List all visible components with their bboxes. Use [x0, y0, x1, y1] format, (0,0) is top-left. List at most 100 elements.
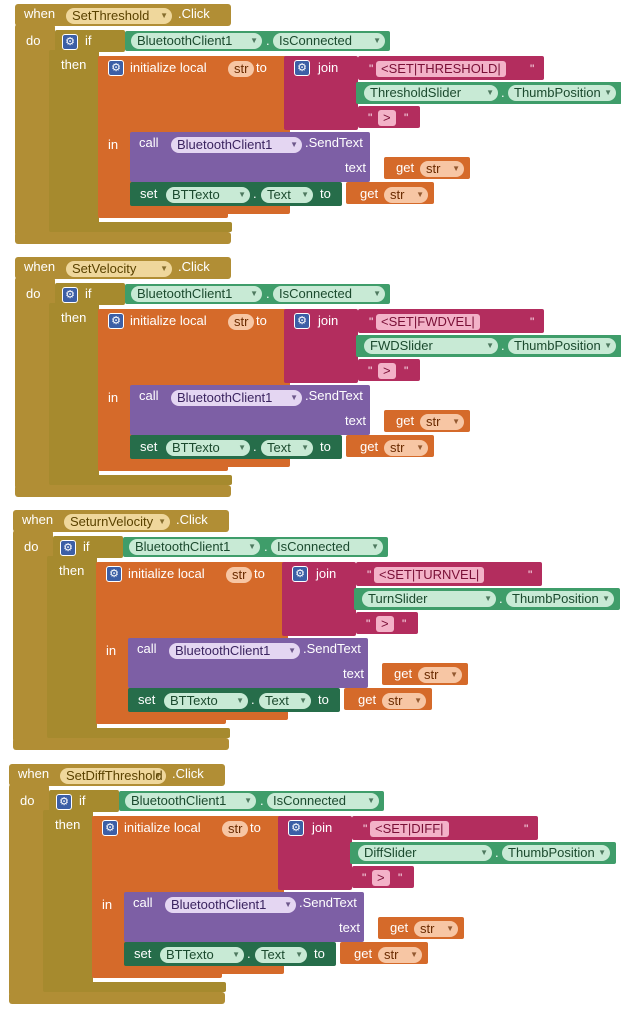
- thumb-position-dropdown[interactable]: ThumbPosition▼: [502, 845, 610, 861]
- chevron-down-icon[interactable]: ▼: [367, 796, 375, 805]
- local-var-name[interactable]: str: [228, 314, 255, 330]
- chevron-down-icon[interactable]: ▼: [160, 11, 168, 20]
- chevron-down-icon[interactable]: ▼: [295, 950, 303, 959]
- chevron-down-icon[interactable]: ▼: [602, 594, 610, 603]
- event-block[interactable]: when SetDiffThreshold▼ .Click do ⚙ if th…: [0, 760, 616, 1010]
- chevron-down-icon[interactable]: ▼: [480, 848, 488, 857]
- thumb-position-dropdown[interactable]: ThumbPosition▼: [506, 591, 614, 607]
- chevron-down-icon[interactable]: ▼: [232, 950, 240, 959]
- slider-dropdown[interactable]: DiffSlider▼: [358, 845, 492, 861]
- slider-dropdown[interactable]: ThresholdSlider▼: [364, 85, 498, 101]
- mutator-gear-icon[interactable]: ⚙: [292, 566, 308, 582]
- bt-client-dropdown[interactable]: BluetoothClient1▼: [169, 643, 300, 659]
- event-component-dropdown[interactable]: SetVelocity▼: [66, 261, 172, 277]
- chevron-down-icon[interactable]: ▼: [290, 140, 298, 149]
- property-dropdown[interactable]: IsConnected▼: [271, 539, 383, 555]
- chevron-down-icon[interactable]: ▼: [284, 900, 292, 909]
- string-close[interactable]: >: [372, 870, 390, 886]
- string-close[interactable]: >: [378, 363, 396, 379]
- set-property-dropdown[interactable]: Text▼: [259, 693, 311, 709]
- bt-client-dropdown[interactable]: BluetoothClient1▼: [131, 33, 262, 49]
- chevron-down-icon[interactable]: ▼: [299, 696, 307, 705]
- get-var-dropdown[interactable]: str▼: [414, 921, 458, 937]
- string-close[interactable]: >: [378, 110, 396, 126]
- mutator-gear-icon[interactable]: ⚙: [102, 820, 118, 836]
- chevron-down-icon[interactable]: ▼: [446, 924, 454, 933]
- chevron-down-icon[interactable]: ▼: [452, 417, 460, 426]
- chevron-down-icon[interactable]: ▼: [416, 443, 424, 452]
- mutator-gear-icon[interactable]: ⚙: [294, 60, 310, 76]
- chevron-down-icon[interactable]: ▼: [160, 264, 168, 273]
- chevron-down-icon[interactable]: ▼: [452, 164, 460, 173]
- chevron-down-icon[interactable]: ▼: [598, 848, 606, 857]
- mutator-gear-icon[interactable]: ⚙: [288, 820, 304, 836]
- event-block[interactable]: when SeturnVelocity▼ .Click do ⚙ if then…: [0, 506, 620, 756]
- mutator-gear-icon[interactable]: ⚙: [106, 566, 122, 582]
- chevron-down-icon[interactable]: ▼: [450, 670, 458, 679]
- set-component-dropdown[interactable]: BTTexto▼: [164, 693, 248, 709]
- chevron-down-icon[interactable]: ▼: [373, 289, 381, 298]
- chevron-down-icon[interactable]: ▼: [244, 796, 252, 805]
- set-property-dropdown[interactable]: Text▼: [261, 187, 313, 203]
- get-var-dropdown[interactable]: str▼: [384, 187, 428, 203]
- mutator-gear-icon[interactable]: ⚙: [294, 313, 310, 329]
- bt-client-dropdown[interactable]: BluetoothClient1▼: [129, 539, 260, 555]
- local-var-name[interactable]: str: [228, 61, 255, 77]
- set-property-dropdown[interactable]: Text▼: [255, 947, 307, 963]
- chevron-down-icon[interactable]: ▼: [486, 341, 494, 350]
- mutator-gear-icon[interactable]: ⚙: [108, 313, 124, 329]
- mutator-gear-icon[interactable]: ⚙: [56, 794, 72, 810]
- get-var-dropdown[interactable]: str▼: [420, 161, 464, 177]
- thumb-position-dropdown[interactable]: ThumbPosition▼: [508, 338, 616, 354]
- set-component-dropdown[interactable]: BTTexto▼: [166, 187, 250, 203]
- chevron-down-icon[interactable]: ▼: [416, 190, 424, 199]
- event-component-dropdown[interactable]: SetThreshold▼: [66, 8, 172, 24]
- chevron-down-icon[interactable]: ▼: [371, 542, 379, 551]
- mutator-gear-icon[interactable]: ⚙: [60, 540, 76, 556]
- set-component-dropdown[interactable]: BTTexto▼: [160, 947, 244, 963]
- chevron-down-icon[interactable]: ▼: [248, 542, 256, 551]
- chevron-down-icon[interactable]: ▼: [410, 950, 418, 959]
- property-dropdown[interactable]: IsConnected▼: [273, 286, 385, 302]
- chevron-down-icon[interactable]: ▼: [301, 190, 309, 199]
- chevron-down-icon[interactable]: ▼: [288, 646, 296, 655]
- thumb-position-dropdown[interactable]: ThumbPosition▼: [508, 85, 616, 101]
- chevron-down-icon[interactable]: ▼: [486, 88, 494, 97]
- chevron-down-icon[interactable]: ▼: [154, 771, 162, 780]
- chevron-down-icon[interactable]: ▼: [373, 36, 381, 45]
- event-block[interactable]: when SetThreshold▼ .Click do ⚙ if then B…: [0, 0, 621, 250]
- string-prefix[interactable]: <SET|THRESHOLD|: [376, 61, 506, 77]
- chevron-down-icon[interactable]: ▼: [158, 517, 166, 526]
- chevron-down-icon[interactable]: ▼: [250, 36, 258, 45]
- string-prefix[interactable]: <SET|FWDVEL|: [376, 314, 480, 330]
- chevron-down-icon[interactable]: ▼: [301, 443, 309, 452]
- event-component-dropdown[interactable]: SeturnVelocity▼: [64, 514, 170, 530]
- event-block[interactable]: when SetVelocity▼ .Click do ⚙ if then Bl…: [0, 253, 621, 503]
- string-prefix[interactable]: <SET|TURNVEL|: [374, 567, 485, 583]
- event-component-dropdown[interactable]: SetDiffThreshold▼: [60, 768, 166, 784]
- string-prefix[interactable]: <SET|DIFF|: [370, 821, 449, 837]
- bt-client-dropdown[interactable]: BluetoothClient1▼: [171, 137, 302, 153]
- set-property-dropdown[interactable]: Text▼: [261, 440, 313, 456]
- bt-client-dropdown[interactable]: BluetoothClient1▼: [165, 897, 296, 913]
- bt-client-dropdown[interactable]: BluetoothClient1▼: [171, 390, 302, 406]
- get-var-dropdown[interactable]: str▼: [418, 667, 462, 683]
- property-dropdown[interactable]: IsConnected▼: [267, 793, 379, 809]
- chevron-down-icon[interactable]: ▼: [238, 443, 246, 452]
- get-var-dropdown[interactable]: str▼: [378, 947, 422, 963]
- get-var-dropdown[interactable]: str▼: [420, 414, 464, 430]
- chevron-down-icon[interactable]: ▼: [604, 341, 612, 350]
- get-var-dropdown[interactable]: str▼: [382, 693, 426, 709]
- chevron-down-icon[interactable]: ▼: [290, 393, 298, 402]
- chevron-down-icon[interactable]: ▼: [236, 696, 244, 705]
- set-component-dropdown[interactable]: BTTexto▼: [166, 440, 250, 456]
- slider-dropdown[interactable]: FWDSlider▼: [364, 338, 498, 354]
- mutator-gear-icon[interactable]: ⚙: [62, 34, 78, 50]
- chevron-down-icon[interactable]: ▼: [250, 289, 258, 298]
- local-var-name[interactable]: str: [226, 567, 253, 583]
- chevron-down-icon[interactable]: ▼: [604, 88, 612, 97]
- string-close[interactable]: >: [376, 616, 394, 632]
- local-var-name[interactable]: str: [222, 821, 249, 837]
- slider-dropdown[interactable]: TurnSlider▼: [362, 591, 496, 607]
